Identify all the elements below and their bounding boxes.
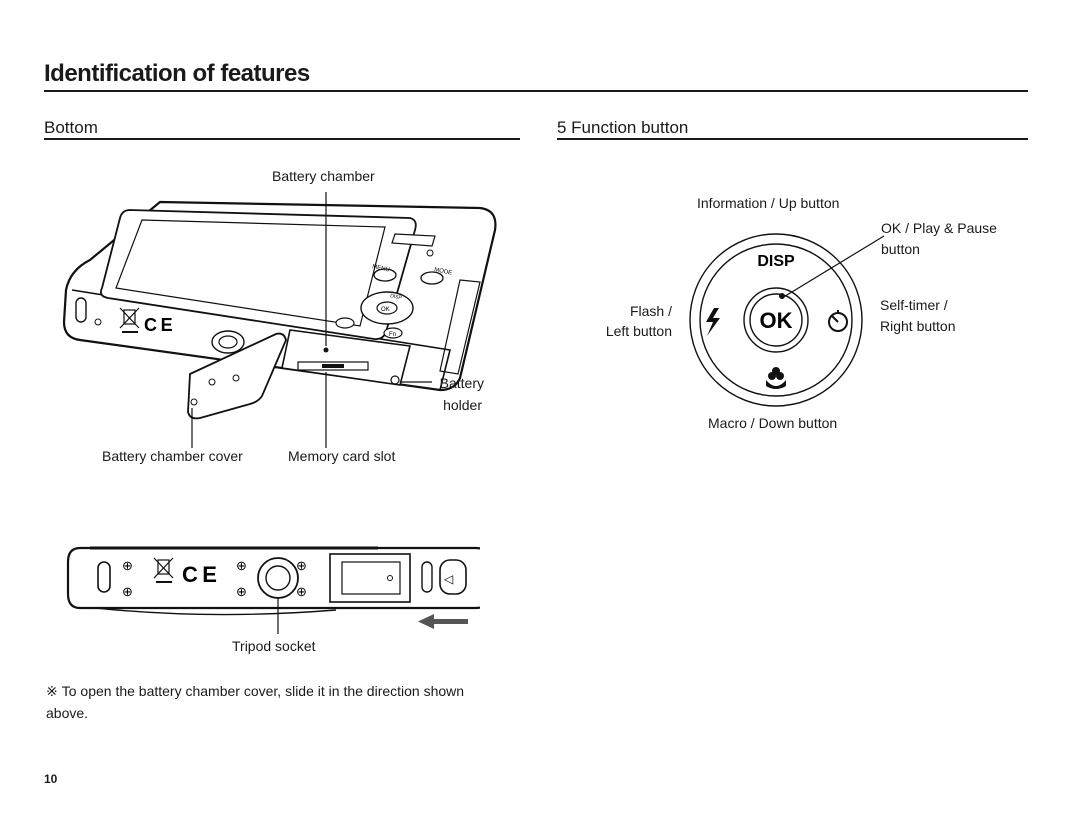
screw-icon: ⊕ bbox=[296, 584, 307, 599]
battery-holder-latch bbox=[390, 375, 400, 385]
reference-mark-icon: ※ bbox=[46, 683, 58, 699]
label-ok-play-2: button bbox=[881, 241, 920, 257]
self-timer-icon bbox=[828, 310, 848, 332]
screw-icon: ⊕ bbox=[236, 584, 247, 599]
label-battery-chamber-cover: Battery chamber cover bbox=[102, 448, 243, 464]
page-number: 10 bbox=[44, 772, 58, 786]
mode-label: MODE bbox=[434, 267, 453, 277]
bottom-section-rule bbox=[44, 138, 520, 140]
camera-bottom-flat-illustration: ⊕ ⊕ C E ⊕ ⊕ ⊕ ⊕ ◁ bbox=[66, 546, 480, 634]
footnote: ※To open the battery chamber cover, slid… bbox=[46, 680, 506, 724]
label-flash-2: Left button bbox=[605, 323, 672, 339]
title-rule bbox=[44, 90, 1028, 92]
screw-left bbox=[94, 318, 102, 326]
battery-chamber-marker bbox=[323, 347, 329, 353]
weee-bin-icon bbox=[153, 557, 174, 583]
play-button bbox=[335, 317, 355, 329]
side-grip bbox=[439, 279, 481, 375]
leader-ok-play bbox=[781, 235, 885, 299]
screw-icon: ⊕ bbox=[122, 584, 133, 599]
label-self-timer-2: Right button bbox=[880, 318, 956, 334]
camera-bottom-illustration: MENU MODE OK DISP Fn C E bbox=[62, 192, 497, 448]
bottom-section-title: Bottom bbox=[44, 118, 98, 137]
function-section-title: 5 Function button bbox=[557, 118, 689, 137]
strap-slot bbox=[75, 297, 87, 323]
macro-icon bbox=[766, 367, 786, 389]
flat-strap-slot bbox=[97, 561, 111, 593]
status-led bbox=[426, 249, 434, 257]
label-battery-holder-2: holder bbox=[443, 397, 482, 413]
label-memory-card-slot: Memory card slot bbox=[288, 448, 396, 464]
label-battery-holder-1: Battery bbox=[439, 375, 484, 391]
latch-arrow-icon: ◁ bbox=[444, 572, 454, 586]
ce-mark-icon: C E bbox=[182, 562, 217, 587]
dial-ok-label: OK bbox=[760, 308, 793, 333]
menu-label: MENU bbox=[372, 264, 391, 274]
label-tripod-socket: Tripod socket bbox=[232, 638, 316, 654]
mode-button bbox=[420, 271, 444, 285]
shutter-bump bbox=[391, 233, 436, 247]
page-title: Identification of features bbox=[44, 60, 310, 87]
weee-bin-icon bbox=[119, 307, 140, 333]
battery-chamber-opening bbox=[281, 329, 411, 386]
label-info-up: Information / Up button bbox=[697, 195, 840, 211]
label-macro-down: Macro / Down button bbox=[708, 415, 838, 431]
camera-ok-button bbox=[376, 301, 398, 315]
label-battery-chamber: Battery chamber bbox=[272, 168, 375, 184]
label-self-timer-1: Self-timer / bbox=[880, 297, 948, 313]
label-flash-1: Flash / bbox=[629, 303, 672, 319]
function-section-rule bbox=[557, 138, 1028, 140]
screw-icon: ⊕ bbox=[122, 558, 133, 573]
camera-ok-label: OK bbox=[381, 307, 390, 313]
camera-disp-label: DISP bbox=[390, 293, 403, 301]
menu-button bbox=[373, 268, 397, 282]
fn-button bbox=[383, 327, 403, 339]
label-ok-play-1: OK / Play & Pause bbox=[881, 220, 997, 236]
slide-arrow-icon bbox=[418, 614, 468, 629]
screw-icon: ⊕ bbox=[296, 558, 307, 573]
fn-label: Fn bbox=[389, 332, 396, 338]
cover-slide-latch bbox=[439, 559, 467, 595]
lcd-screen bbox=[115, 219, 386, 327]
ce-mark-icon: C E bbox=[144, 315, 173, 335]
flash-icon bbox=[706, 308, 720, 336]
function-button-dial: DISP OK bbox=[689, 233, 863, 407]
screw-icon: ⊕ bbox=[236, 558, 247, 573]
ok-button bbox=[749, 293, 803, 347]
footnote-text: To open the battery chamber cover, slide… bbox=[46, 683, 465, 721]
dial-disp-label: DISP bbox=[757, 253, 795, 270]
